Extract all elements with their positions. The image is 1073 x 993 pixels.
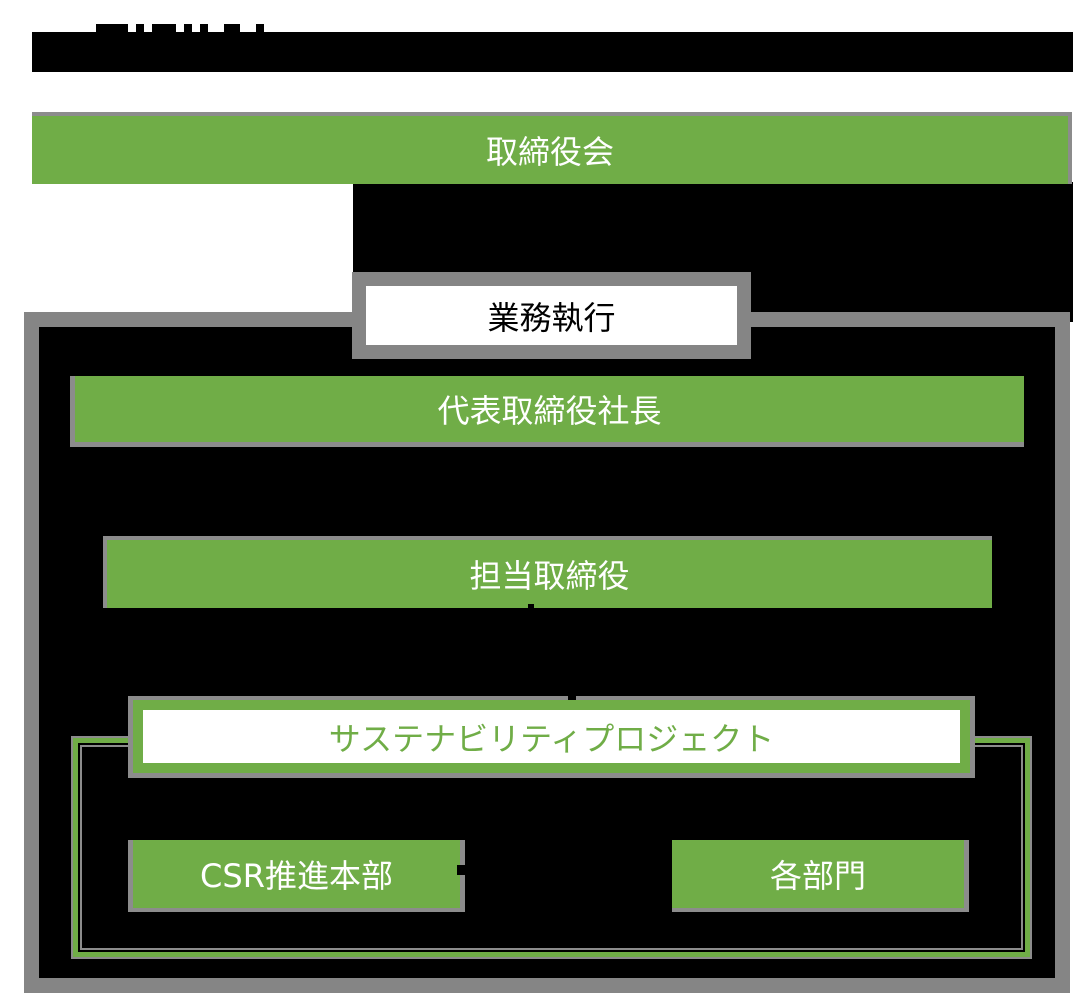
arrow-head-icon	[457, 865, 465, 875]
node-director-in-charge: 担当取締役	[103, 536, 992, 608]
node-board: 取締役会	[32, 112, 1072, 184]
node-execution-label: 業務執行	[487, 298, 616, 337]
node-president: 代表取締役社長	[70, 376, 1024, 447]
node-departments: 各部門	[672, 840, 969, 912]
header-text-remnant	[96, 24, 128, 34]
header-text-remnant	[224, 24, 240, 34]
arrow-head-icon	[528, 604, 534, 608]
header-text-remnant	[200, 24, 208, 34]
node-sustainability-project-label: サステナビリティプロジェクト	[328, 719, 775, 758]
node-president-label: 代表取締役社長	[437, 392, 662, 430]
node-departments-label: 各部門	[769, 857, 866, 895]
header-text-remnant	[184, 24, 192, 34]
node-board-label: 取締役会	[485, 133, 614, 171]
header-text-remnant	[256, 24, 264, 34]
header-text-remnant	[152, 24, 176, 34]
node-sustainability-project: サステナビリティプロジェクト	[128, 696, 975, 778]
header-text-remnant	[136, 24, 144, 34]
node-execution: 業務執行	[352, 272, 751, 359]
arrow-head-icon	[568, 696, 576, 700]
background-blob	[344, 208, 524, 248]
background-white-gap	[233, 182, 353, 322]
node-csr-division: CSR推進本部	[128, 840, 465, 912]
node-director-in-charge-label: 担当取締役	[469, 557, 630, 595]
execution-frame-bottom	[24, 978, 1070, 993]
node-csr-division-label: CSR推進本部	[200, 857, 393, 895]
connector-region	[520, 182, 1073, 282]
header-bar	[32, 32, 1073, 72]
